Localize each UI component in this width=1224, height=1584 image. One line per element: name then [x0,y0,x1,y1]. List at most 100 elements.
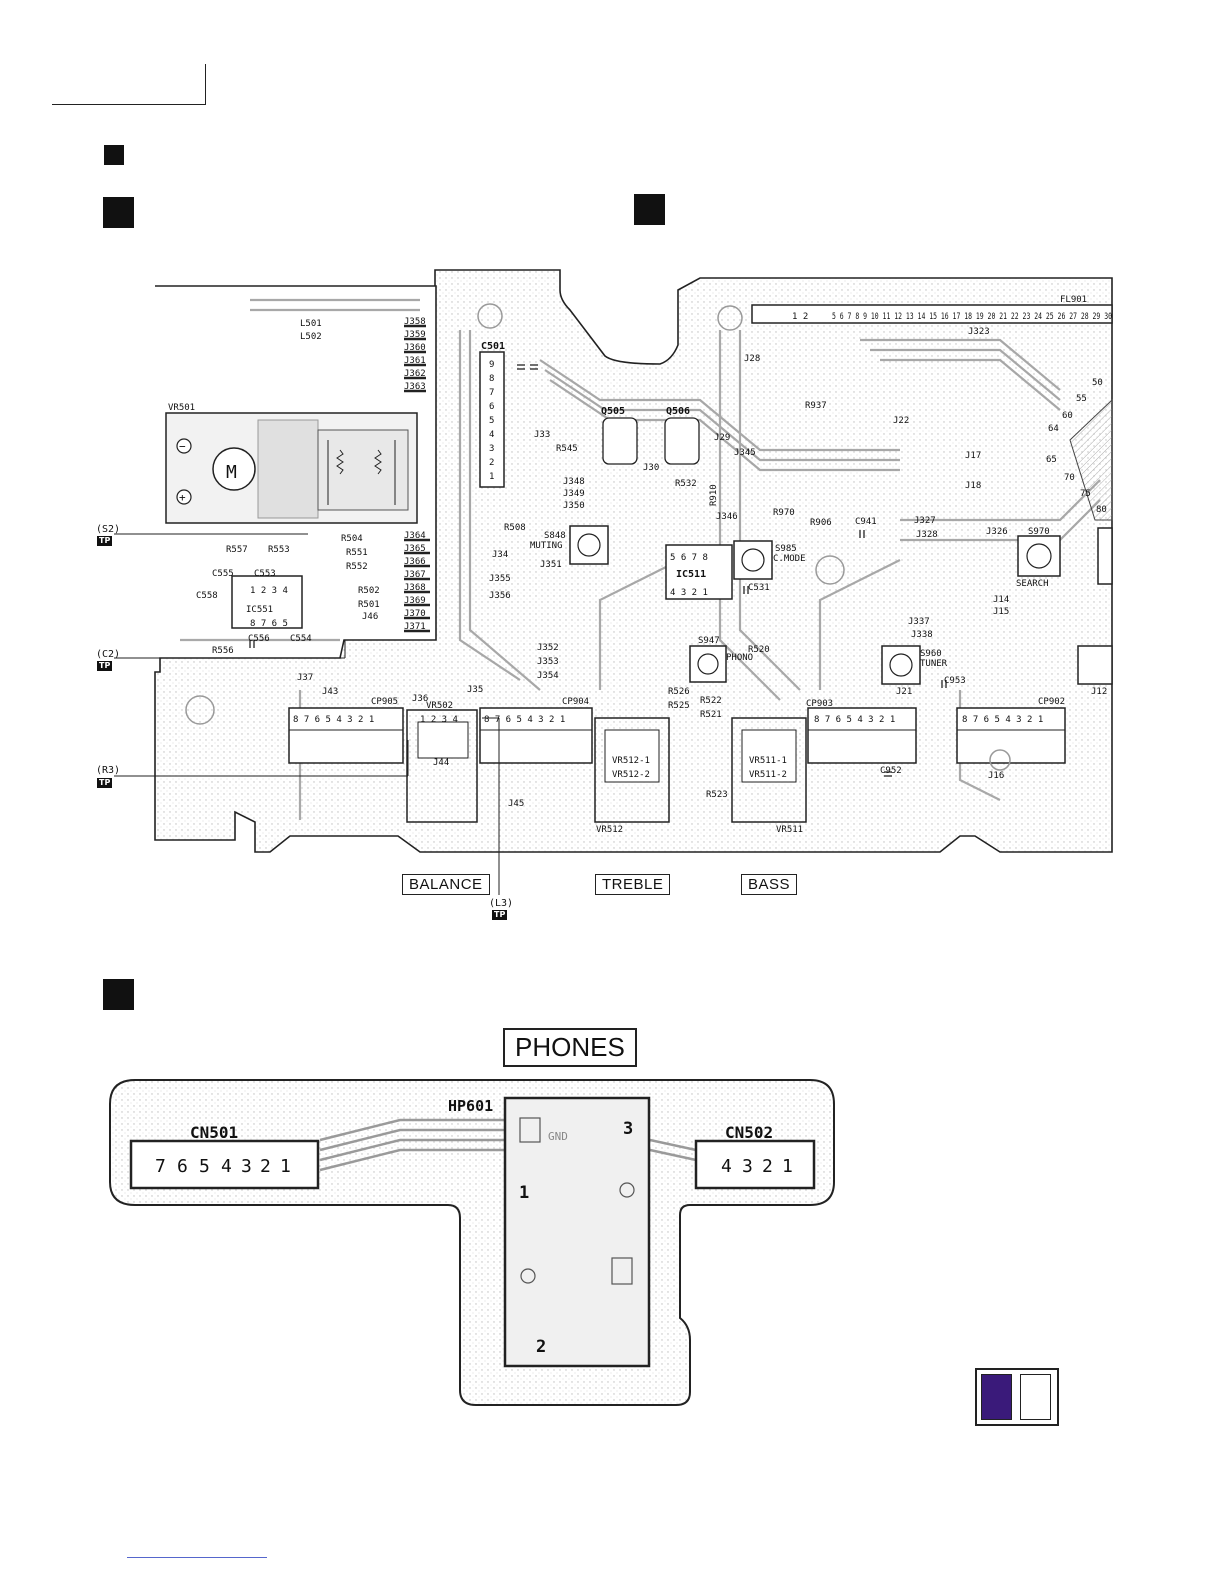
j362-label: J362 [404,369,426,379]
cn502-connector [694,1139,816,1190]
vr512-label: VR512 [596,825,623,835]
j18-label: J18 [965,481,981,491]
motor-plus: + [179,491,186,504]
cn502-label: CN502 [725,1123,773,1142]
legend-swatch-empty [1020,1374,1051,1420]
vr502-pins: 1 2 3 4 [420,715,458,725]
edge-switch [1077,645,1113,685]
j370-label: J370 [404,609,426,619]
r551-label: R551 [346,548,368,558]
cn501-pin: 6 [177,1156,188,1177]
j22-label: J22 [893,416,909,426]
r906-label: R906 [810,518,832,528]
ic511-pins-top: 5 6 7 8 [670,553,708,563]
s970-label: S970 [1028,527,1050,537]
j354-label: J354 [537,671,559,681]
j365-label: J365 [404,544,426,554]
hp601-pin-3: 3 [623,1119,633,1139]
tp-r3-badge: TP [97,778,113,788]
j356-label: J356 [489,591,511,601]
j368-label: J368 [404,583,426,593]
tp-l3-badge: TP [492,910,508,920]
cn501-pin: 1 [280,1156,291,1177]
q506-body [664,417,700,465]
tp-r3-label: (R3) [96,765,121,776]
r552-label: R552 [346,562,368,572]
fl901-strip [751,304,1113,324]
c501-pin-5: 5 [489,416,494,426]
r504-label: R504 [341,534,363,544]
cn501-connector [129,1139,320,1190]
c558-label: C558 [196,591,218,601]
j33-label: J33 [534,430,550,440]
section-marker-main-board [103,197,134,228]
s848-label: S848 [544,531,566,541]
fl901-pins-b: 5 6 7 8 9 10 11 12 13 14 15 16 17 18 19 … [832,312,1112,322]
j43-label: J43 [322,687,338,697]
r532-label: R532 [675,479,697,489]
c556-label: C556 [248,634,270,644]
ic-pin-64: 64 [1048,424,1059,434]
ic-pin-50: 50 [1092,378,1103,388]
j17-label: J17 [965,451,981,461]
r520-label: R520 [748,645,770,655]
c501-pin-8: 8 [489,374,494,384]
vr511-1-label: VR511-1 [749,756,787,766]
cp904-label: CP904 [562,697,589,707]
bass-label: BASS [741,874,798,895]
cp902-pins: 8 7 6 5 4 3 2 1 [962,715,1043,725]
cn502-pin: 4 [721,1156,732,1177]
hp601-pin-2: 2 [536,1337,546,1357]
vr512-body [594,717,670,823]
j327-label: J327 [914,516,936,526]
c-mode-label: C.MODE [773,554,806,564]
s985-switch [733,540,773,580]
r937-label: R937 [805,401,827,411]
cn501-pin: 5 [199,1156,210,1177]
motor-symbol [212,447,256,491]
muting-label: MUTING [530,541,563,551]
tp-c2-badge: TP [97,661,113,671]
header-rule-vertical [205,64,206,105]
cp903-label: CP903 [806,699,833,709]
ic551-body [231,575,303,629]
j355-label: J355 [489,574,511,584]
ic-pin-65: 65 [1046,455,1057,465]
r502-label: R502 [358,586,380,596]
vr511-label: VR511 [776,825,803,835]
tp-l3-label: (L3) [489,898,514,909]
l502-label: L502 [300,332,322,342]
vr502-label: VR502 [426,701,453,711]
ic-pin-70: 70 [1064,473,1075,483]
cn501-label: CN501 [190,1123,238,1142]
q505-body [602,417,638,465]
c555-label: C555 [212,569,234,579]
s947-label: S947 [698,636,720,646]
c501-connector [479,351,505,488]
j349-label: J349 [563,489,585,499]
j351-label: J351 [540,560,562,570]
ic-pin-55: 55 [1076,394,1087,404]
balance-label: BALANCE [402,874,490,895]
j338-label: J338 [911,630,933,640]
c952-label: C952 [880,766,902,776]
j37-label: J37 [297,673,313,683]
c941-label: C941 [855,517,877,527]
cn501-pin: 4 [221,1156,232,1177]
hp601-pin-1: 1 [519,1183,529,1203]
cn501-pin: 3 [241,1156,252,1177]
r525-label: R525 [668,701,690,711]
ic-pin-80: 80 [1096,505,1107,515]
r910-label: R910 [709,484,719,506]
cp902-connector [956,707,1066,764]
ic511-label: IC511 [676,569,706,580]
c501-pin-9: 9 [489,360,494,370]
c554-label: C554 [290,634,312,644]
section-marker-small [104,145,124,165]
c501-label: C501 [481,341,505,352]
search-label: SEARCH [1016,579,1049,589]
r522-label: R522 [700,696,722,706]
q505-label: Q505 [601,406,625,417]
r557-label: R557 [226,545,248,555]
